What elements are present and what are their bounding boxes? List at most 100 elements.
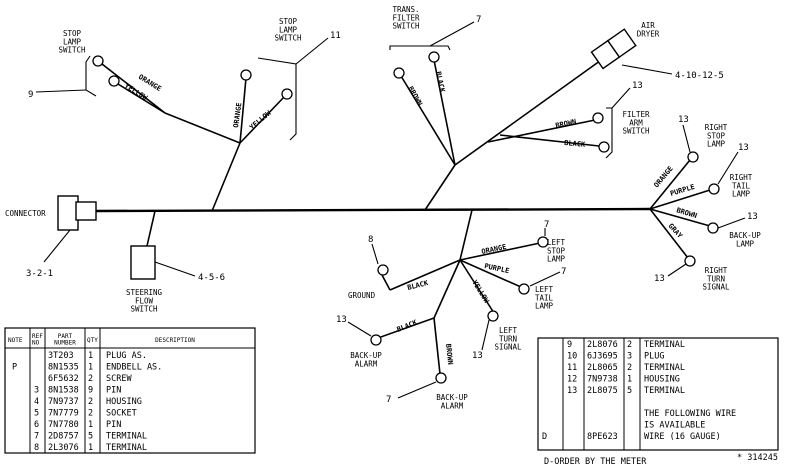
wire-orange-rstop: ORANGE (652, 165, 674, 190)
table-left-cell-ref: 7 (34, 432, 39, 442)
steering-flow-switch-symbol (130, 245, 156, 280)
table-left-cell-desc: TERMINAL (106, 432, 147, 442)
ground-label: GROUND (348, 291, 376, 300)
wire-yellow-left: YELLOW (123, 82, 149, 103)
table-right-cell-part: 2L8076 (587, 340, 618, 350)
callout-7-top: 7 (476, 15, 481, 25)
wire-orange-right: ORANGE (232, 102, 243, 128)
back-up-alarm-left-terminal (370, 334, 382, 346)
air-dryer-symbol (590, 28, 637, 70)
trans-filter-switch-terminal-1 (393, 67, 405, 79)
table-left-cell-part: 6F5632 (48, 374, 79, 384)
connector-symbol (57, 195, 97, 231)
table-left-cell-ref: 4 (34, 397, 39, 407)
back-up-lamp-terminal (707, 222, 719, 234)
table-right-cell-ref: 10 (567, 352, 577, 362)
wire-purple-ltail: PURPLE (484, 262, 510, 275)
callout-4-5-6: 4-5-6 (198, 273, 225, 283)
table-left-cell-qty: 2 (88, 374, 93, 384)
filter-arm-switch-terminal-1 (592, 112, 604, 124)
table-left-header-desc: DESCRIPTION (155, 337, 195, 344)
table-right-cell-part: 7N9738 (587, 375, 618, 385)
callout-13-turn: 13 (654, 274, 665, 284)
table-left-cell-qty: 9 (88, 386, 93, 396)
table-right-cell-ref: 13 (567, 386, 577, 396)
table-right-cell-note: D (542, 432, 547, 442)
trans-filter-switch-terminal-2 (428, 51, 440, 63)
wire-brown-trans: BROWN (406, 85, 423, 107)
callout-4-10-12-5: 4-10-12-5 (675, 71, 724, 81)
callout-8: 8 (368, 235, 373, 245)
figure-id: * 314245 (737, 453, 778, 463)
wire-gray-rturn: GRAY (667, 222, 685, 240)
table-left-cell-desc: ENDBELL AS. (106, 363, 162, 373)
main-trunk (95, 207, 651, 213)
wire-black-trans: BLACK (434, 71, 446, 94)
table-right-cell-desc: TERMINAL (644, 340, 685, 350)
table-left-cell-qty: 2 (88, 397, 93, 407)
table-right-cell-qty: 1 (627, 375, 632, 385)
table-left-cell-desc: SCREW (106, 374, 132, 384)
stop-lamp-switch-right-terminal-2 (281, 88, 293, 100)
table-left-cell-qty: 5 (88, 432, 93, 442)
table-left-cell-desc: SOCKET (106, 409, 137, 419)
callout-7-backup-alarm: 7 (386, 395, 391, 405)
wire-black-backup: BLACK (396, 318, 419, 334)
wire-brown-backup: BROWN (444, 343, 454, 365)
table-left-cell-part: 7N7779 (48, 409, 79, 419)
left-turn-signal-terminal (487, 310, 499, 322)
table-left-header-note: NOTE (8, 337, 23, 344)
wire-brown-filter: BROWN (555, 118, 577, 130)
callout-13-backup: 13 (747, 212, 758, 222)
table-left-cell-ref: 5 (34, 409, 39, 419)
callout-9: 9 (28, 90, 33, 100)
table-right-cell-ref: 9 (567, 340, 572, 350)
table-left-cell-qty: 2 (88, 409, 93, 419)
table-left-cell-part: 7N7780 (48, 420, 79, 430)
table-left-cell-ref: 6 (34, 420, 39, 430)
table-left-cell-desc: PIN (106, 420, 121, 430)
table-right-cell-desc: HOUSING (644, 375, 680, 385)
table-left-cell-note: P (12, 363, 17, 373)
table-left-cell-ref: 3 (34, 386, 39, 396)
table-left-cell-part: 8N1538 (48, 386, 79, 396)
wire-orange-lstop: ORANGE (481, 243, 507, 256)
table-left-cell-part: 2L3076 (48, 443, 79, 453)
table-right-cell-ref: 12 (567, 375, 577, 385)
callout-3-2-1: 3-2-1 (26, 269, 53, 279)
table-right-cell-ref: 11 (567, 363, 577, 373)
left-tail-lamp-terminal (518, 283, 530, 295)
callout-13-tail: 13 (738, 143, 749, 153)
table-right-cell-qty: 2 (627, 363, 632, 373)
callout-13-backup-alarm: 13 (336, 315, 347, 325)
callout-7-left-tail: 7 (561, 267, 566, 277)
table-right-cell-part: 8PE623 (587, 432, 618, 442)
table-left-cell-part: 8N1535 (48, 363, 79, 373)
table-right-cell-qty: 2 (627, 340, 632, 350)
filter-arm-switch-terminal-2 (598, 141, 610, 153)
right-turn-signal-terminal (684, 255, 696, 267)
table-left-cell-desc: PLUG AS. (106, 351, 147, 361)
table-right-footnote: D-ORDER BY THE METER (544, 457, 647, 467)
table-left-cell-qty: 1 (88, 420, 93, 430)
back-up-alarm-bottom-terminal (435, 372, 447, 384)
